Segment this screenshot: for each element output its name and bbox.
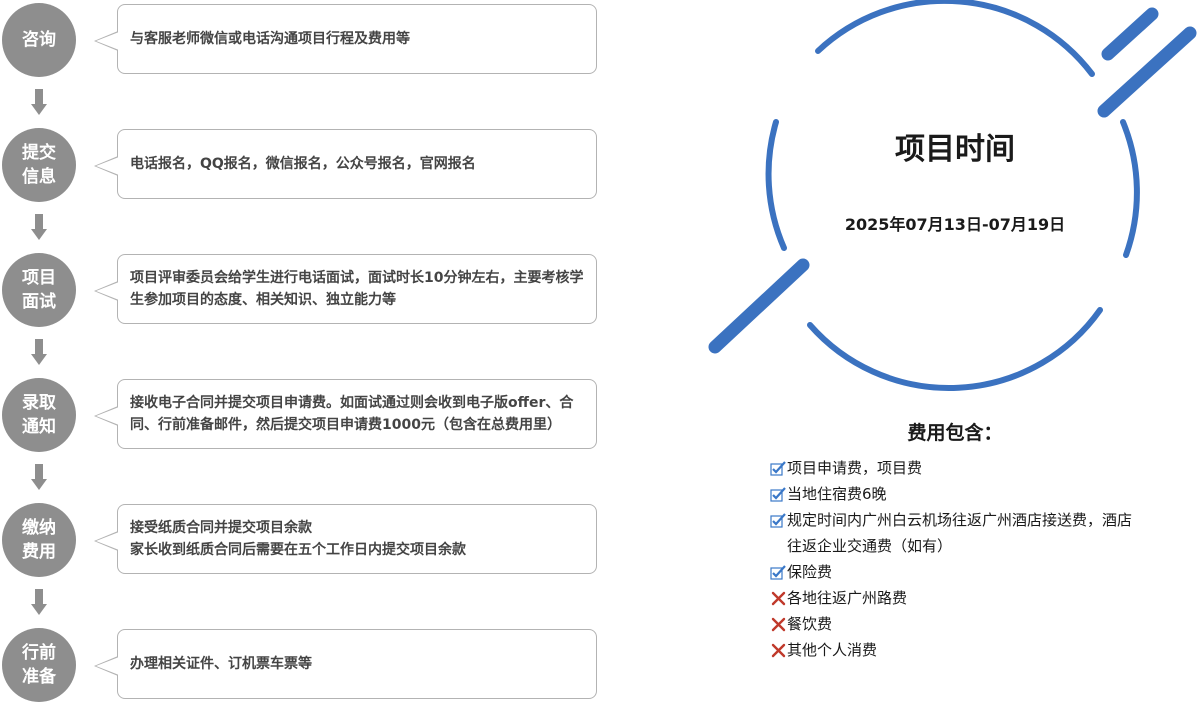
step-preparation-circle: 行前 准备: [2, 628, 76, 702]
step-label-line1: 提交: [22, 143, 56, 163]
down-arrow-icon: [31, 89, 47, 117]
down-arrow-icon: [31, 339, 47, 367]
step-label-line2: 准备: [22, 667, 56, 687]
step-admission-bubble: 接收电子合同并提交项目申请费。如面试通过则会收到电子版offer、合同、行前准备…: [94, 379, 597, 449]
ring-arc-left: [765, 119, 787, 251]
fee-item: 各地往返广州路费: [769, 585, 1189, 611]
cross-icon: [769, 611, 787, 637]
ring-arc-right: [1120, 119, 1140, 258]
step-label-line1: 行前: [22, 643, 56, 663]
fee-item-text: 各地往返广州路费: [787, 589, 908, 607]
step-interview-bubble: 项目评审委员会给学生进行电话面试，面试时长10分钟左右，主要考核学生参加项目的态…: [94, 254, 597, 324]
step-label-line2: 面试: [22, 292, 56, 312]
step-label-line1: 咨询: [22, 30, 56, 50]
fee-item: 餐饮费: [769, 611, 1189, 637]
checkbox-checked-icon: [769, 507, 787, 533]
checkbox-checked-icon: [769, 559, 787, 585]
decorative-ring: [708, 0, 1197, 391]
step-label-line1: 录取: [22, 393, 56, 413]
ring-stroke-lower-left: [708, 258, 810, 354]
step-admission-circle: 录取 通知: [2, 378, 76, 452]
cross-icon: [769, 585, 787, 611]
step-label-line2: 费用: [22, 542, 56, 562]
step-label-line2: 信息: [22, 167, 56, 187]
step-payment-circle: 缴纳 费用: [2, 503, 76, 577]
step-interview-circle: 项目 面试: [2, 253, 76, 327]
step-description: 项目评审委员会给学生进行电话面试，面试时长10分钟左右，主要考核学生参加项目的态…: [130, 270, 584, 308]
step-description: 接收电子合同并提交项目申请费。如面试通过则会收到电子版offer、合同、行前准备…: [130, 395, 574, 433]
checkbox-checked-icon: [769, 481, 787, 507]
ring-stroke-upper-short: [1101, 7, 1159, 61]
step-payment-bubble: 接受纸质合同并提交项目余款 家长收到纸质合同后需要在五个工作日内提交项目余款: [94, 504, 597, 574]
ring-arc-bottom: [807, 307, 1103, 391]
step-preparation-bubble: 办理相关证件、订机票车票等: [94, 629, 597, 699]
cross-icon: [769, 637, 787, 663]
fee-item-text: 餐饮费: [787, 615, 833, 633]
step-label-line2: 通知: [22, 417, 56, 437]
fee-list: 项目申请费，项目费 当地住宿费6晚 规定时间内广州白云机场往返广州酒店接送费，酒…: [769, 455, 1189, 663]
step-submit-info-circle: 提交 信息: [2, 128, 76, 202]
down-arrow-icon: [31, 464, 47, 492]
step-description: 电话报名，QQ报名，微信报名，公众号报名，官网报名: [130, 156, 476, 172]
ring-stroke-upper-long: [1097, 26, 1197, 118]
project-date: 2025年07月13日-07月19日: [844, 215, 1066, 234]
step-description: 办理相关证件、订机票车票等: [130, 656, 312, 672]
fee-includes-title: 费用包含：: [907, 422, 1003, 444]
step-label-line1: 项目: [22, 268, 56, 288]
fee-item: 规定时间内广州白云机场往返广州酒店接送费，酒店往返企业交通费（如有）: [769, 507, 1189, 559]
project-time-title: 项目时间: [895, 132, 1015, 167]
step-submit-info-bubble: 电话报名，QQ报名，微信报名，公众号报名，官网报名: [94, 129, 597, 199]
step-consult-circle: 咨询: [2, 3, 76, 77]
fee-item-text: 其他个人消费: [787, 641, 878, 659]
fee-item-text: 当地住宿费6晚: [787, 485, 887, 503]
fee-item: 项目申请费，项目费: [769, 455, 1189, 481]
fee-item: 保险费: [769, 559, 1189, 585]
fee-item-text: 保险费: [787, 563, 833, 581]
fee-item: 当地住宿费6晚: [769, 481, 1189, 507]
ring-arc-top: [815, 0, 1095, 77]
step-consult-bubble: 与客服老师微信或电话沟通项目行程及费用等: [94, 4, 597, 74]
fee-item-text: 项目申请费，项目费: [787, 459, 923, 477]
down-arrow-icon: [31, 214, 47, 242]
step-description: 接受纸质合同并提交项目余款 家长收到纸质合同后需要在五个工作日内提交项目余款: [130, 520, 466, 558]
step-description: 与客服老师微信或电话沟通项目行程及费用等: [130, 31, 410, 47]
fee-item: 其他个人消费: [769, 637, 1189, 663]
checkbox-checked-icon: [769, 455, 787, 481]
step-label-line1: 缴纳: [22, 518, 56, 538]
down-arrow-icon: [31, 589, 47, 617]
fee-item-text: 规定时间内广州白云机场往返广州酒店接送费，酒店往返企业交通费（如有）: [787, 511, 1133, 555]
